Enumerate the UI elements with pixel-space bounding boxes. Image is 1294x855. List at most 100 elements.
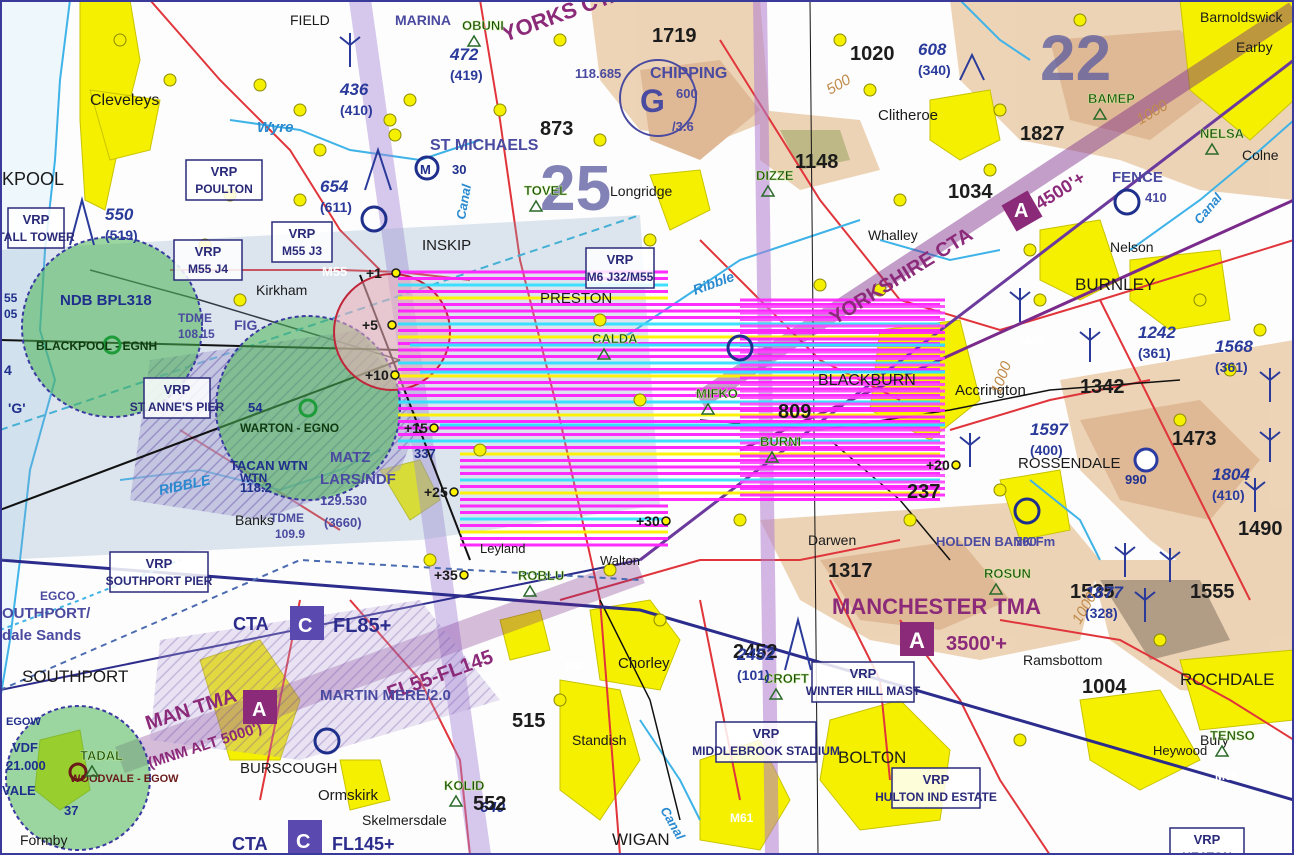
reporting-dot: [903, 513, 917, 527]
approach-marker: +20: [926, 457, 950, 473]
vrp-box[interactable]: [891, 767, 981, 809]
spot-elevation: 1148: [795, 151, 838, 173]
vrp-line2: SOUTHPORT PIER: [106, 574, 213, 588]
scatter-640: 640: [480, 799, 506, 816]
marina-label: MARINA: [395, 12, 451, 28]
vrp-line1: VRP: [289, 226, 316, 241]
town-label: Colne: [1242, 147, 1279, 163]
vrp-line1: VRP: [753, 726, 780, 741]
waypoint-triangle: [84, 764, 100, 777]
town-label: Bury: [1200, 732, 1229, 748]
reporting-dot: [1223, 363, 1237, 377]
class-a-boxes: [243, 190, 1043, 854]
marker-dot: [661, 516, 671, 526]
waypoint-label: TOVEL: [524, 183, 567, 198]
vrp-line1: VRP: [607, 252, 634, 267]
reporting-dot: [553, 33, 567, 47]
town-label: Kirkham: [256, 282, 307, 298]
town-label: Formby: [20, 832, 67, 848]
vrp-box[interactable]: [185, 159, 263, 201]
reporting-dot: [1193, 293, 1207, 307]
approach-marker: +30: [636, 513, 660, 529]
egco-label: EGCO: [40, 589, 75, 603]
warton-name: WARTON - EGNO: [240, 421, 339, 435]
fl85-label: FL85+: [333, 615, 391, 637]
obstacle-agl: (361): [1138, 345, 1171, 361]
marker-dot: [387, 320, 397, 330]
marker-dot: [449, 487, 459, 497]
obstacle-amsl: 550: [105, 205, 134, 224]
reporting-dot: [403, 93, 417, 107]
man-tma-class-a: A: [252, 699, 266, 721]
scatter-990: 990: [1125, 472, 1147, 487]
spot-elevation: 552: [473, 793, 506, 815]
scatter-05: 05: [4, 307, 18, 321]
m65-label: M65: [1020, 334, 1044, 348]
obstacle-amsl: 608: [918, 40, 947, 59]
town-label: FIELD: [290, 12, 330, 28]
warton-tacan: TACAN WTN: [230, 458, 308, 473]
mef-25: 25: [540, 152, 611, 224]
warton-54: 54: [248, 400, 263, 415]
st-michaels-label: ST MICHAELS: [430, 137, 539, 154]
obstacle-amsl: 1804: [1212, 465, 1250, 484]
manchester-tma-label: MANCHESTER TMA: [832, 594, 1041, 619]
reporting-dot: [1253, 323, 1267, 337]
waypoint-triangle: [1204, 142, 1220, 155]
waypoint-label: ROSUN: [984, 566, 1031, 581]
vrp-line2: TALL TOWER: [0, 230, 75, 244]
vrp-box[interactable]: [715, 721, 817, 763]
scatter-55: 55: [4, 291, 18, 305]
matz-freq: 129.530: [320, 493, 367, 508]
blackpool-atz[interactable]: [21, 236, 203, 418]
spot-elevation: 1490: [1238, 518, 1283, 540]
obstacle-amsl: 1877: [1085, 583, 1124, 602]
manchester-alt: 3500'+: [946, 633, 1007, 655]
reporting-dot: [983, 163, 997, 177]
waypoint-label: TADAL: [80, 748, 123, 763]
approach-marker: +10: [365, 367, 389, 383]
warton-1182: 118.2: [240, 480, 272, 495]
tdme-1-label: TDME: [178, 311, 212, 325]
vrp-box[interactable]: [271, 221, 333, 263]
woodvale-atz[interactable]: [5, 705, 151, 851]
woodvale-elev: 37: [64, 803, 78, 818]
approach-marker: +35: [434, 567, 458, 583]
vrp-box[interactable]: [7, 207, 65, 249]
spot-elevation: 809: [778, 401, 811, 423]
reporting-dot: [893, 193, 907, 207]
spot-elevation: 1535: [1070, 581, 1115, 603]
reporting-dot: [493, 103, 507, 117]
reporting-dot: [253, 78, 267, 92]
town-label: Clitheroe: [878, 107, 938, 124]
chipping-zone: [619, 59, 697, 137]
vrp-box[interactable]: [173, 239, 243, 281]
mef-22: 22: [1040, 22, 1111, 94]
town-label: Longridge: [610, 183, 672, 199]
vrp-line1: VRP: [195, 244, 222, 259]
marker-dot: [459, 570, 469, 580]
vrp-box[interactable]: [811, 661, 915, 703]
vrp-box[interactable]: [1169, 827, 1245, 855]
obstacle-agl: (400): [1030, 442, 1063, 458]
obstacle-agl: (410): [340, 102, 373, 118]
waypoint-label: TENSO: [1210, 728, 1255, 743]
vrp-box[interactable]: [143, 377, 211, 419]
canal-1: Canal: [453, 183, 474, 221]
route-highlight-stripes: [398, 270, 945, 547]
spot-elevation: 1020: [850, 43, 895, 65]
manchester-class-a: A: [909, 628, 925, 653]
vrp-box[interactable]: [109, 551, 209, 593]
reporting-dot: [388, 128, 402, 142]
m6-label: M6: [565, 659, 582, 673]
woodvale-vale: VALE: [2, 783, 36, 798]
fig-label: FIG: [234, 317, 257, 333]
reporting-dot: [643, 233, 657, 247]
obstacle-agl: (410): [1212, 487, 1245, 503]
town-labels: CleveleysKPOOLKirkhamINSKIPLongridgeClit…: [2, 9, 1283, 849]
reporting-dot: [293, 103, 307, 117]
vrp-box[interactable]: [585, 247, 655, 289]
reporting-dot: [1013, 733, 1027, 747]
waypoint-label: OBUNI: [462, 18, 504, 33]
